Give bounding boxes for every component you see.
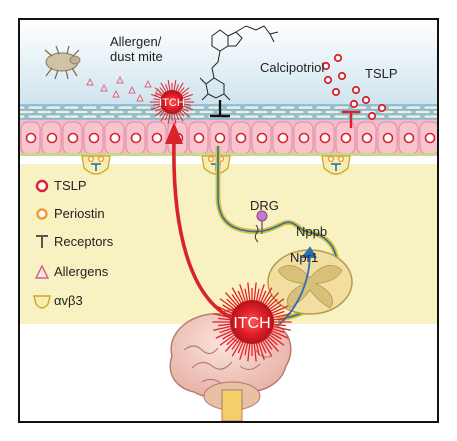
brain-itch-burst-icon: ITCH [212, 282, 292, 362]
periostin-dot-icon [36, 208, 48, 220]
receptor-icon [36, 235, 48, 248]
skin-itch-burst-icon: ITCH [149, 80, 195, 124]
legend-item-tslp: TSLP [54, 178, 87, 193]
legend-item-periostin: Periostin [54, 206, 105, 221]
nppb-label: Nppb [296, 224, 327, 239]
drg-neuron-icon [254, 210, 268, 243]
brain-itch-label: ITCH [233, 315, 270, 332]
tslp-inhibition-icon [342, 110, 360, 128]
calcipotriol-inhibition-icon [210, 100, 230, 118]
brain-to-skin-arrow [165, 122, 233, 320]
figure-frame: ITCH ITCH Allergen/ [18, 18, 439, 423]
keratinocyte-layer [20, 120, 437, 156]
dust-mite-icon [44, 45, 81, 80]
itch-pathway-diagram: ITCH ITCH Allergen/ [20, 20, 437, 421]
legend-item-integrin: αvβ3 [54, 293, 83, 308]
legend: TSLP Periostin Receptors Allergens αvβ3 [33, 178, 114, 309]
npr1-label: Npr1 [290, 250, 318, 265]
drg-label: DRG [250, 198, 279, 213]
integrin-cup-icon [33, 295, 51, 309]
allergen-label: Allergen/ [110, 34, 162, 49]
tslp-top-label: TSLP [365, 66, 398, 81]
tslp-particles [321, 53, 387, 121]
allergen-triangle-icon [34, 264, 50, 279]
dust-mite-label: dust mite [110, 49, 163, 64]
dermis-layer [20, 164, 437, 324]
skin-itch-label: ITCH [159, 97, 185, 109]
spinal-cord-icon [267, 249, 353, 315]
legend-item-allergens: Allergens [54, 264, 109, 279]
legend-item-receptors: Receptors [54, 234, 114, 249]
tslp-dot-icon [35, 179, 49, 193]
calcipotriol-molecule-icon [199, 25, 279, 101]
calcipotriol-label: Calcipotriol [260, 60, 324, 75]
